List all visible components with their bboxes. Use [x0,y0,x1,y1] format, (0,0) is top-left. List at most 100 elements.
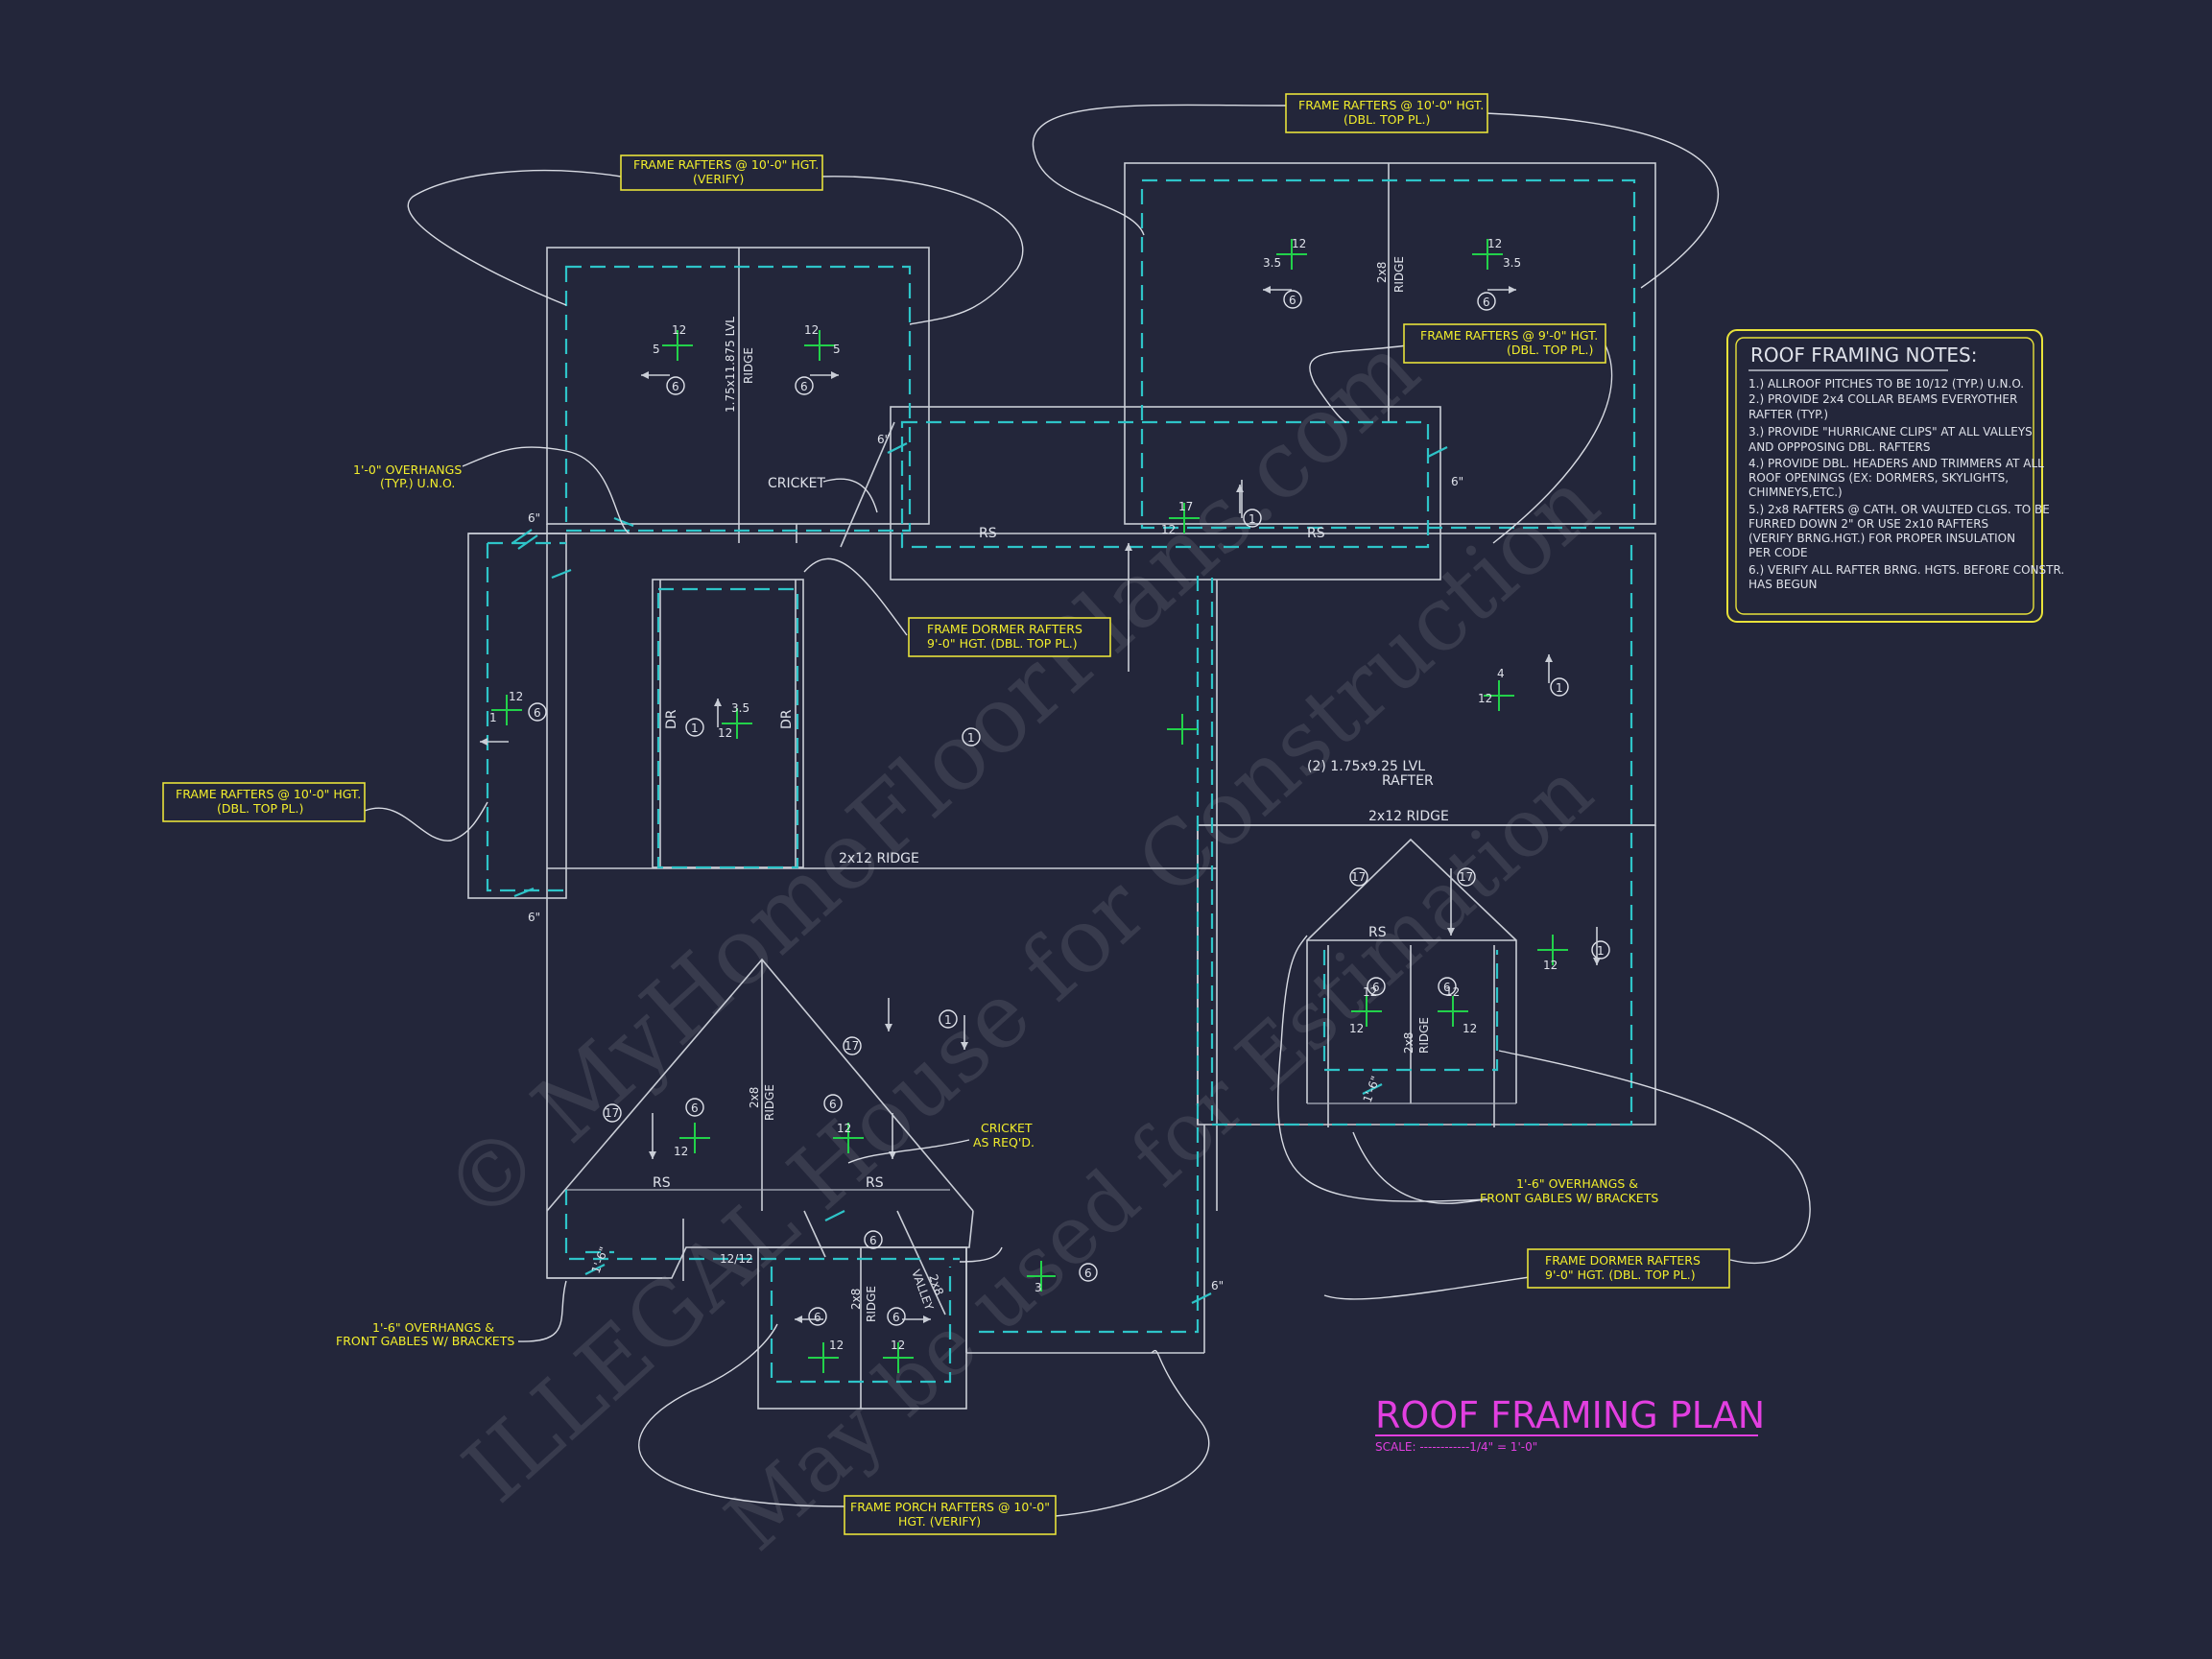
pitch-num: 12 [1463,1022,1477,1035]
circled-markers: 6 6 6 6 1 1 6 1 1 1 1 6 6 6 6 6 6 6 6 17… [528,290,1610,1326]
circled-number: 1 [1249,512,1256,526]
callout-line: FRONT GABLES W/ BRACKETS [1480,1191,1658,1205]
notes-heading: ROOF FRAMING NOTES: [1750,344,1977,367]
callout-c3: FRAME RAFTERS @ 9'-0" HGT. (DBL. TOP PL.… [1403,323,1606,364]
lvl-rafter-label: RAFTER [1382,773,1434,789]
callout-line: AS REQ'D. [973,1135,1035,1149]
circled-number: 6 [1443,981,1451,994]
notes-line: 5.) 2x8 RAFTERS @ CATH. OR VAULTED CLGS.… [1748,503,2050,516]
pitch-1212-label: 12/12 [720,1252,753,1266]
callout-line: 1'-0" OVERHANGS [353,462,462,477]
cricket-label: CRICKET [768,476,825,491]
ridge-label: RIDGE [1392,256,1406,293]
ridge-label: RIDGE [763,1084,776,1121]
pitch-mark-13 [833,1123,864,1153]
notes-line: CHIMNEYS,ETC.) [1748,486,1843,499]
pitch-num: 12 [718,726,732,740]
callout-line: FRAME PORCH RAFTERS @ 10'-0" [850,1500,1050,1514]
drawing-title: ROOF FRAMING PLAN [1375,1394,1765,1436]
callout-line: 1'-6" OVERHANGS & [372,1320,494,1335]
watermark: © MyHomeFloorPlans.com ILLEGAL House for… [422,315,1618,1569]
callout-line: 9'-0" HGT. (DBL. TOP PL.) [927,636,1078,651]
callout-line: FRAME DORMER RAFTERS [1545,1253,1701,1268]
pitch-num: 12 [672,323,686,337]
circled-number: 6 [829,1098,837,1111]
rs-label: RS [979,526,997,541]
circled-number: 6 [814,1311,821,1324]
circled-number: 6 [1483,296,1490,309]
dr-label: DR [779,709,795,729]
callout-c7: FRAME PORCH RAFTERS @ 10'-0" HGT. (VERIF… [844,1495,1057,1535]
pitch-mark-10 [1351,996,1382,1027]
callout-line: (DBL. TOP PL.) [1507,343,1593,357]
circled-number: 6 [691,1102,699,1115]
drawing-scale: SCALE: ------------1/4" = 1'-0" [1375,1440,1537,1454]
rs-label: RS [1307,526,1325,541]
callout-line: HGT. (VERIFY) [898,1514,981,1529]
callout-line: FRAME RAFTERS @ 10'-0" HGT. [1298,98,1484,112]
lvl-rafter-label: (2) 1.75x9.25 LVL [1307,759,1425,774]
notes-line: PER CODE [1748,546,1808,559]
callout-c8: CRICKET AS REQ'D. [973,1121,1035,1149]
pitch-num: 12 [891,1339,905,1352]
callout-line: FRAME RAFTERS @ 10'-0" HGT. [633,157,819,172]
circled-number: 6 [1289,294,1296,307]
circled-number: 6 [1084,1267,1092,1280]
callout-line: 1'-6" OVERHANGS & [1516,1176,1638,1191]
roof-framing-notes: ROOF FRAMING NOTES: 1.) ALLROOF PITCHES … [1726,329,2064,623]
callout-line: (VERIFY) [693,172,744,186]
callout-c9: 1'-0" OVERHANGS (TYP.) U.N.O. [353,462,462,490]
six-inch-label: 6" [528,911,540,924]
pitch-num: 4 [1497,667,1505,680]
pitch-num: 3 [1035,1281,1042,1294]
pitch-mark-17 [1027,1261,1056,1292]
callout-c10: 1'-6" OVERHANGS & FRONT GABLES W/ BRACKE… [336,1320,514,1348]
pitch-mark-16 [1167,714,1198,745]
notes-line: (VERIFY BRNG.HGT.) FOR PROPER INSULATION [1748,532,2015,545]
notes-line: 6.) VERIFY ALL RAFTER BRNG. HGTS. BEFORE… [1748,563,2064,577]
circled-number: 6 [1372,981,1380,994]
callout-line: CRICKET [981,1121,1033,1135]
callout-c11: 1'-6" OVERHANGS & FRONT GABLES W/ BRACKE… [1480,1176,1658,1205]
roof-outlines [467,162,1656,1410]
pitch-num: 12 [509,690,523,703]
circled-number: 1 [967,731,975,745]
pitch-num: 12 [1161,523,1176,536]
pitch-mark-3 [1276,239,1307,270]
leaders [364,104,1811,1517]
dr-label: DR [664,709,679,729]
overhang-label: 1'-6" [589,1245,611,1275]
pitch-num: 12 [1478,692,1492,705]
notes-line: ROOF OPENINGS (EX: DORMERS, SKYLIGHTS, [1748,471,2009,485]
pitch-num: 12 [829,1339,844,1352]
pitch-mark-8 [1484,680,1514,711]
circled-number: 6 [869,1234,877,1247]
circled-number: 6 [800,380,808,393]
pitch-mark-4 [1472,239,1503,270]
overhang-label: 1'-6" [1361,1075,1383,1104]
callout-c6: FRAME DORMER RAFTERS 9'-0" HGT. (DBL. TO… [1527,1248,1730,1289]
drawing-title-block: ROOF FRAMING PLAN SCALE: ------------1/4… [1375,1394,1765,1454]
pitch-num: 1 [489,711,497,724]
pitch-mark-6 [491,695,522,725]
pitch-num: 12 [1487,237,1502,250]
circled-number: 1 [1556,681,1563,695]
pitch-num: 5 [653,343,660,356]
pitch-mark-9 [1537,935,1568,965]
notes-line: FURRED DOWN 2" OR USE 2x10 RAFTERS [1748,517,1988,531]
pitch-num: 12 [804,323,819,337]
circled-number: 17 [605,1106,619,1120]
notes-line: 4.) PROVIDE DBL. HEADERS AND TRIMMERS AT… [1748,457,2044,470]
ridge-2x8-label: 2x8 [849,1289,863,1310]
circled-number: 1 [944,1013,952,1027]
ridge-label: RIDGE [742,347,755,384]
six-inch-label: 6" [1211,1279,1224,1292]
callout-c2: FRAME RAFTERS @ 10'-0" HGT. (VERIFY) [620,154,823,191]
callout-c4: FRAME DORMER RAFTERS 9'-0" HGT. (DBL. TO… [908,617,1111,657]
circled-number: 1 [1597,944,1605,958]
callout-line: FRAME DORMER RAFTERS [927,622,1082,636]
rs-label: RS [1368,925,1387,940]
callout-line: (DBL. TOP PL.) [217,801,303,816]
pitch-mark-12 [679,1123,710,1153]
